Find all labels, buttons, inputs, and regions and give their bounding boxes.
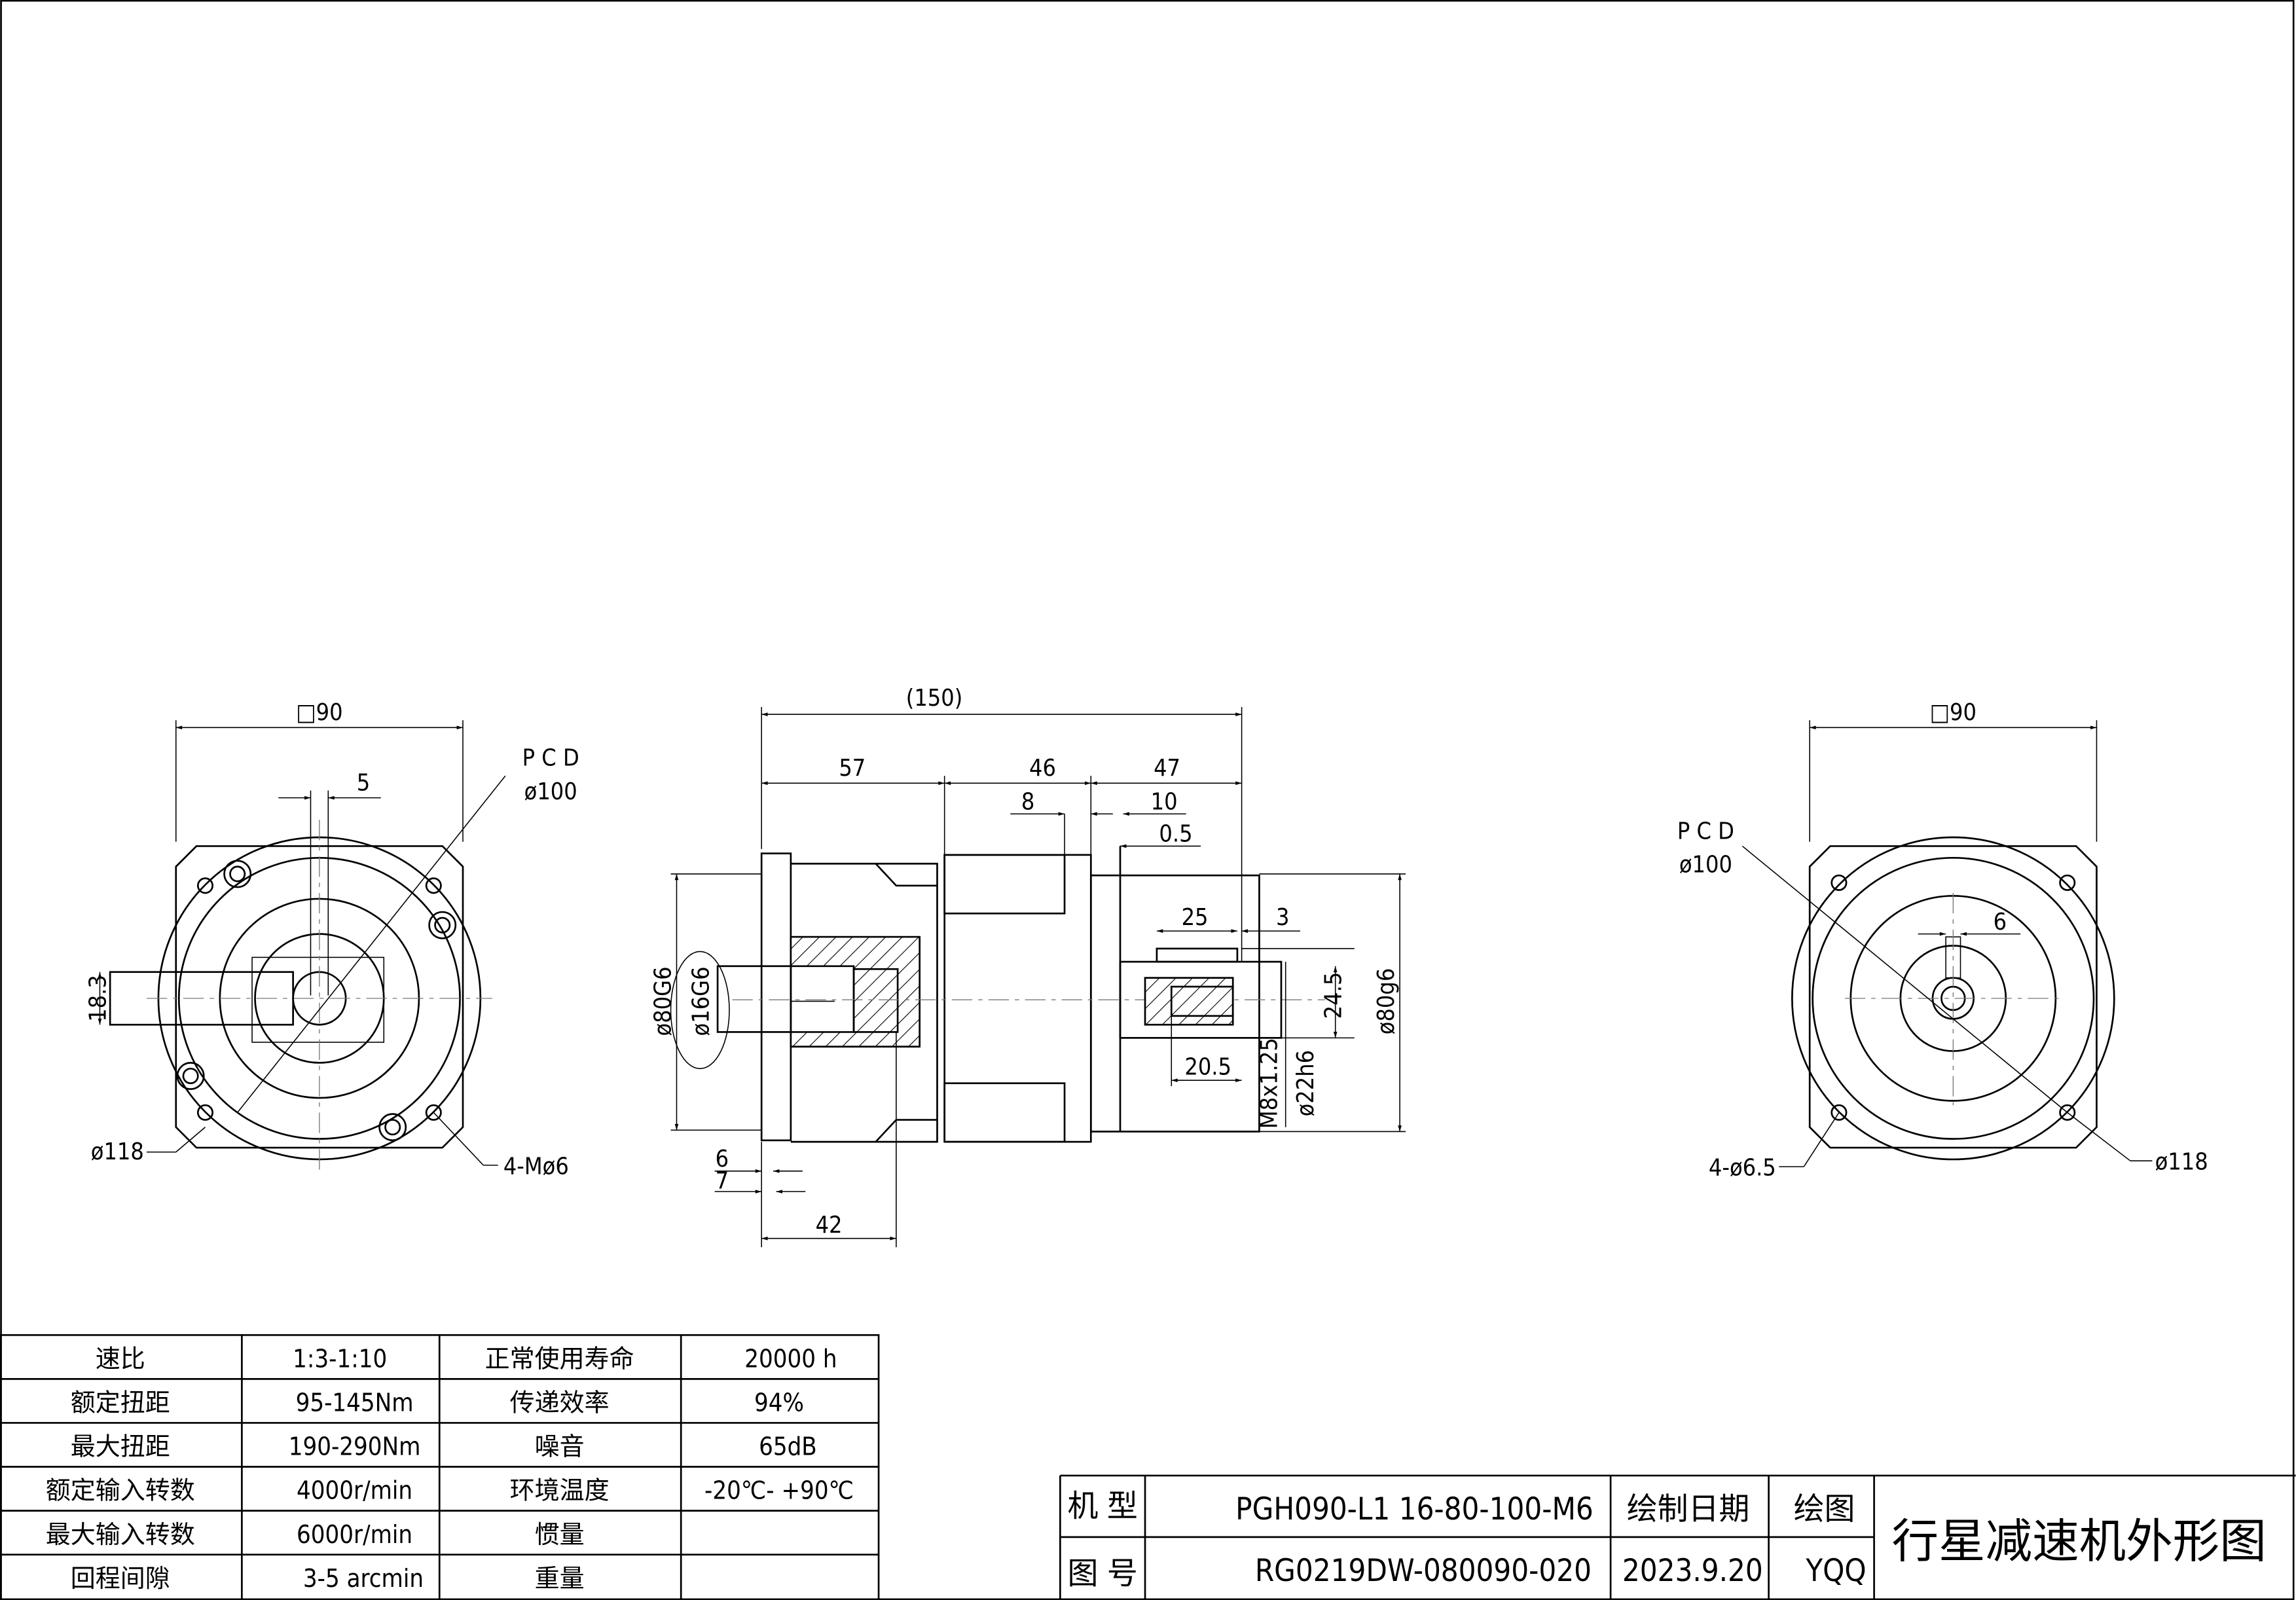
spec-label: 额定输入转数 — [46, 1476, 195, 1505]
mounting-holes — [176, 860, 457, 1142]
pcd-value-left: ø100 — [524, 778, 577, 805]
model-label: 机 型 — [1068, 1489, 1138, 1525]
side-view: (150) 57 46 47 8 10 0.5 ø80G6 ø16G6 42 6… — [650, 685, 1406, 1248]
dim-thread-depth: 20.5 — [1184, 1053, 1231, 1080]
spec-label: 环境温度 — [510, 1476, 610, 1505]
spec-label: 噪音 — [535, 1432, 585, 1461]
spec-label: 重量 — [535, 1564, 585, 1593]
title-block: 机 型 PGH090-L1 16-80-100-M6 绘制日期 绘图 图 号 R… — [1059, 1474, 2296, 1600]
spec-label: 速比 — [96, 1344, 145, 1373]
date-value: 2023.9.20 — [1622, 1553, 1763, 1589]
spec-value: 65dB — [759, 1432, 817, 1461]
dim-57: 57 — [839, 755, 866, 782]
spec-row: 回程间隙 3-5 arcmin 重量 — [71, 1564, 585, 1593]
pcd-label-left: P C D — [522, 744, 579, 771]
dim-key-offset: 3 — [1276, 904, 1289, 931]
dim-key-height: 24.5 — [1321, 972, 1347, 1019]
spec-value: -20℃- +90℃ — [704, 1476, 854, 1505]
model-value: PGH090-L1 16-80-100-M6 — [1235, 1491, 1594, 1527]
dim-pilot: ø80g6 — [1373, 968, 1400, 1035]
dim-key-length: 25 — [1182, 904, 1209, 931]
dim-6: 6 — [716, 1146, 729, 1173]
spec-row: 最大扭距 190-290Nm 噪音 65dB — [71, 1432, 817, 1461]
dim-keyway: 5 — [357, 769, 370, 796]
spec-value: 20000 h — [744, 1344, 837, 1373]
drawer-label: 绘图 — [1794, 1491, 1855, 1527]
dim-square-left: □90 — [296, 699, 342, 726]
dim-shaft-height: 18.3 — [84, 975, 111, 1022]
dim-8: 8 — [1021, 789, 1034, 816]
flange-square — [175, 845, 464, 1149]
spec-table: 速比 1:3-1:10 正常使用寿命 20000 h 额定扭距 95-145Nm… — [0, 1334, 880, 1600]
dim-square-right: □90 — [1930, 699, 1977, 726]
spec-value: 4000r/min — [297, 1476, 412, 1505]
spec-row: 最大输入转数 6000r/min 惯量 — [46, 1520, 585, 1549]
dim-holes-left: 4-Mø6 — [503, 1153, 569, 1180]
drawer-value: YQQ — [1805, 1553, 1866, 1589]
date-label: 绘制日期 — [1627, 1491, 1750, 1527]
spec-value: 1:3-1:10 — [293, 1344, 387, 1373]
dim-0-5: 0.5 — [1159, 821, 1192, 848]
spec-row: 速比 1:3-1:10 正常使用寿命 20000 h — [96, 1344, 837, 1373]
left-view: □90 5 P C D ø100 18.3 ø118 4-Mø6 — [84, 699, 579, 1180]
dim-key-width: 6 — [1994, 909, 2007, 936]
spec-label: 最大扭距 — [71, 1432, 170, 1461]
drawing-title: 行星减速机外形图 — [1891, 1514, 2266, 1569]
dim-7: 7 — [716, 1168, 729, 1195]
spec-row: 额定输入转数 4000r/min 环境温度 -20℃- +90℃ — [46, 1476, 854, 1505]
dim-thread: M8x1.25 — [1256, 1038, 1283, 1129]
spec-label: 额定扭距 — [71, 1389, 170, 1417]
dim-10: 10 — [1151, 789, 1178, 816]
spec-label: 最大输入转数 — [46, 1520, 195, 1549]
pcd-value-right: ø100 — [1679, 852, 1732, 879]
spec-label: 正常使用寿命 — [485, 1344, 634, 1373]
spec-label: 回程间隙 — [71, 1564, 170, 1593]
spec-row: 额定扭距 95-145Nm 传递效率 94% — [71, 1389, 804, 1417]
spec-value: 3-5 arcmin — [303, 1564, 424, 1593]
spec-value: 6000r/min — [297, 1520, 412, 1549]
spec-value: 190-290Nm — [289, 1432, 421, 1461]
dim-shaft-dia: ø22h6 — [1292, 1050, 1319, 1116]
drawing-no-label: 图 号 — [1068, 1555, 1138, 1591]
drawing-no-value: RG0219DW-080090-020 — [1255, 1553, 1592, 1589]
dim-outer-dia-left: ø118 — [91, 1138, 144, 1165]
dim-outer-dia-right: ø118 — [2155, 1149, 2208, 1176]
spec-label: 传递效率 — [510, 1389, 610, 1417]
dim-bore: ø16G6 — [688, 966, 715, 1036]
dim-total-length: (150) — [906, 685, 963, 712]
spec-value: 95-145Nm — [296, 1389, 414, 1417]
dim-46: 46 — [1029, 755, 1056, 782]
dim-47: 47 — [1154, 755, 1180, 782]
dim-holes-right: 4-ø6.5 — [1709, 1155, 1776, 1182]
right-view: □90 P C D ø100 6 4-ø6.5 ø118 — [1677, 699, 2208, 1181]
spec-value: 94% — [754, 1389, 804, 1417]
pcd-label-right: P C D — [1677, 818, 1734, 845]
dim-42: 42 — [816, 1212, 843, 1239]
dim-bore-pilot: ø80G6 — [650, 966, 677, 1036]
spec-label: 惯量 — [535, 1520, 585, 1549]
